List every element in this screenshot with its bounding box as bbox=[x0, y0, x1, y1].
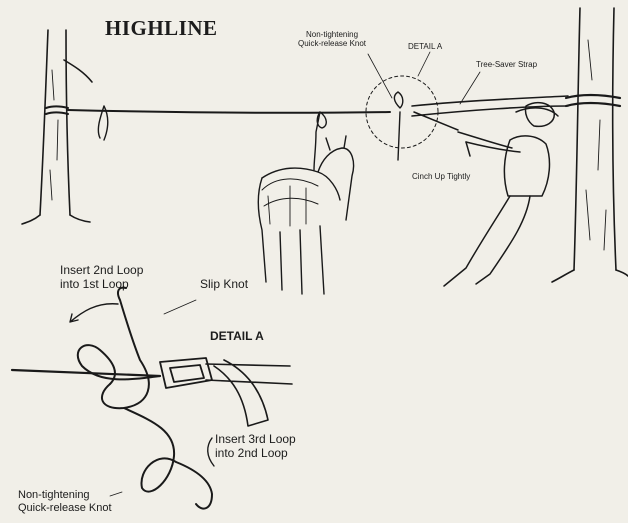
cinch-callout: Cinch Up Tightly bbox=[412, 172, 470, 181]
detail-a-drawing bbox=[12, 288, 292, 509]
detail-strap bbox=[206, 360, 292, 426]
highline-rope bbox=[68, 110, 390, 113]
man-pulling bbox=[414, 103, 558, 286]
loop-3 bbox=[124, 408, 212, 509]
buckle bbox=[160, 358, 212, 388]
arrow-insert-2nd bbox=[70, 304, 118, 322]
detail-a-callout-top: DETAIL A bbox=[408, 42, 442, 51]
right-tree bbox=[552, 8, 628, 282]
insert-3rd-loop-label: Insert 3rd Loop into 2nd Loop bbox=[215, 433, 296, 461]
mule bbox=[258, 112, 353, 294]
loop-2 bbox=[102, 288, 149, 409]
knot-callout-top: Non-tightening Quick-release Knot bbox=[298, 30, 366, 48]
arrow-insert-3rd bbox=[208, 438, 214, 466]
left-tree bbox=[22, 30, 92, 224]
diagram-title: HIGHLINE bbox=[105, 16, 218, 40]
tree-saver-strap-callout: Tree-Saver Strap bbox=[476, 60, 537, 69]
detail-a-heading: DETAIL A bbox=[210, 330, 264, 344]
slip-knot-label: Slip Knot bbox=[200, 278, 248, 292]
detail-rope bbox=[12, 370, 160, 376]
insert-2nd-loop-label: Insert 2nd Loop into 1st Loop bbox=[60, 264, 143, 292]
non-tightening-knot-label: Non-tightening Quick-release Knot bbox=[18, 489, 112, 514]
